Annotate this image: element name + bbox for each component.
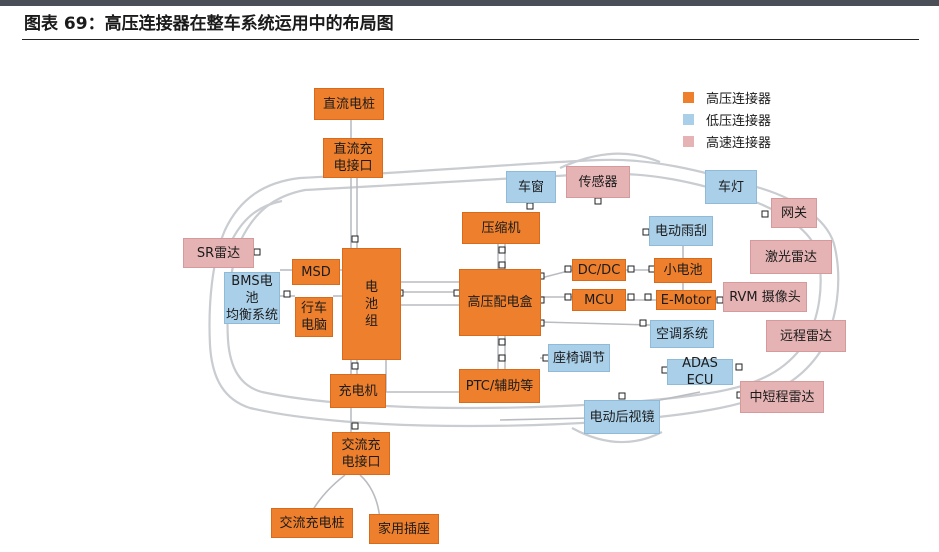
- legend: 高压连接器 低压连接器 高速连接器: [683, 86, 771, 152]
- node-battery: 电 池 组: [342, 248, 401, 360]
- node-dc-port: 直流充 电接口: [323, 138, 383, 178]
- node-ac-port: 交流充 电接口: [332, 432, 390, 475]
- node-compressor: 压缩机: [462, 212, 540, 244]
- node-mr-radar: 中短程雷达: [740, 381, 824, 413]
- node-small-battery: 小电池: [654, 258, 712, 283]
- legend-item-hv: 高压连接器: [683, 86, 771, 108]
- legend-item-lv: 低压连接器: [683, 108, 771, 130]
- node-drive-pc: 行车 电脑: [295, 297, 333, 337]
- node-home-socket: 家用插座: [369, 514, 439, 544]
- node-lidar: 激光雷达: [750, 240, 832, 274]
- car-outline: [208, 152, 840, 444]
- node-lr-radar: 远程雷达: [766, 320, 846, 352]
- node-seat: 座椅调节: [548, 344, 610, 372]
- node-ac-system: 空调系统: [650, 320, 714, 348]
- node-dcdc: DC/DC: [572, 259, 626, 281]
- node-light: 车灯: [705, 170, 757, 204]
- node-mirror: 电动后视镜: [584, 400, 660, 434]
- node-msd: MSD: [292, 259, 340, 285]
- legend-swatch-lv: [683, 113, 694, 125]
- figure-title: 图表 69：高压连接器在整车系统运用中的布局图: [24, 14, 394, 34]
- legend-item-hs: 高速连接器: [683, 130, 771, 152]
- node-charger: 充电机: [330, 374, 386, 408]
- legend-label-hs: 高速连接器: [706, 135, 772, 151]
- legend-label-lv: 低压连接器: [706, 113, 772, 129]
- node-dc-pile: 直流电桩: [314, 88, 384, 120]
- node-bms: BMS电池 均衡系统: [224, 272, 280, 324]
- title-rule: [22, 39, 919, 40]
- node-hv-distribution-box: 高压配电盒: [459, 269, 541, 336]
- legend-swatch-hs: [683, 135, 694, 147]
- node-ptc: PTC/辅助等: [459, 369, 540, 403]
- node-gateway: 网关: [771, 198, 817, 228]
- node-mcu: MCU: [572, 289, 626, 311]
- legend-swatch-hv: [683, 91, 694, 103]
- legend-label-hv: 高压连接器: [706, 91, 772, 107]
- node-sensor: 传感器: [566, 166, 630, 198]
- node-e-motor: E-Motor: [656, 290, 716, 310]
- node-sr-radar: SR雷达: [183, 238, 254, 268]
- node-adas-ecu: ADAS ECU: [667, 356, 733, 388]
- node-ac-pile: 交流充电桩: [271, 508, 353, 538]
- node-window: 车窗: [506, 171, 556, 203]
- node-rvm-camera: RVM 摄像头: [723, 282, 807, 312]
- top-bar: [0, 0, 939, 6]
- node-wiper: 电动雨刮: [649, 216, 713, 246]
